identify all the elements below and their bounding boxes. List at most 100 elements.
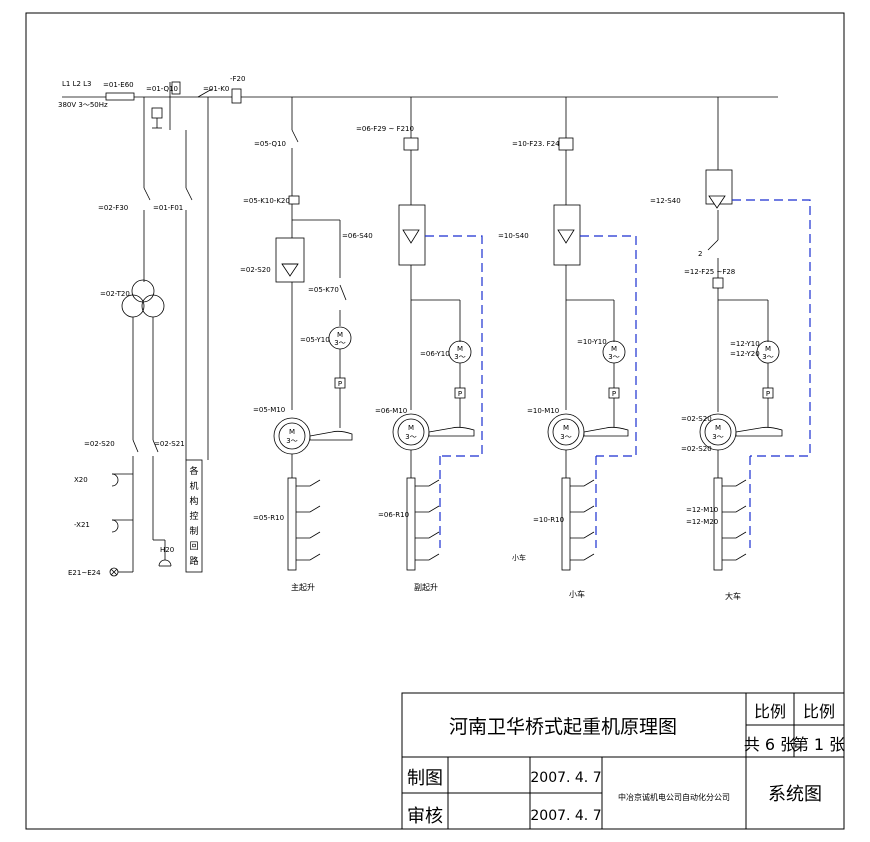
h20-label: H20 [160,546,174,554]
trolley-p: P [612,390,616,398]
main-k70-label: =05-K70 [308,286,339,294]
main-motor-3: 3～ [286,437,297,445]
bridge-brake-m: M [765,345,771,353]
mechanical-links [425,199,811,548]
bridge-motor-3: 3～ [712,433,723,441]
reviewed-date: 2007. 4. 7 [530,808,601,824]
phases-label: L1 L2 L3 [62,80,92,88]
sheet-number: 第 1 张 [793,735,845,754]
reviewed-by-label: 审核 [407,806,443,827]
x21-label: -X21 [74,521,90,529]
aux-motor-m: M [408,424,414,432]
trolley-r10-label: =10-R10 [533,516,564,524]
bridge-resistor [713,477,723,571]
title-block [401,692,845,830]
bridge-p: P [766,390,770,398]
s21-label: =02-S21 [154,440,185,448]
bridge-f25-label: =12-F25 ~F28 [684,268,735,276]
t20-transformer-coil-3 [131,279,155,303]
x20-socket [111,473,119,487]
main-brake-3: 3～ [334,339,345,347]
svg-text:各: 各 [189,465,198,477]
trolley-f23-label: =10-F23. F24 [512,140,560,148]
k0-contact [197,88,213,98]
trolley-motor-m: M [563,424,569,432]
main-m10-label: =05-M10 [253,406,285,414]
bridge-two-label: 2 [698,250,702,258]
sheet-border [25,12,845,830]
aux-motor-3: 3～ [405,433,416,441]
control-box [185,459,203,573]
e21-label: E21~E24 [68,569,101,577]
trolley-brake-m: M [611,345,617,353]
bridge-s20b-label: =02-S20 [681,445,712,453]
trolley-note: 小车 [512,553,526,562]
main-p: P [338,380,342,388]
main-s20-label: =02-S20 [240,266,271,274]
main-hoist-caption: 主起升 [291,582,315,592]
t20-transformer-coil-2 [141,294,165,318]
main-hoist-brake [309,430,353,441]
bridge-m20-label: =12-M20 [686,518,718,526]
trolley-motor-3: 3～ [560,433,571,441]
svg-text:路: 路 [189,555,198,567]
bridge-y10-label: =12-Y10 [730,340,760,348]
aux-brake-m: M [457,345,463,353]
bridge-caption: 大车 [725,591,741,601]
drawing-title: 河南卫华桥式起重机原理图 [449,716,677,738]
bridge-motor-m: M [715,424,721,432]
svg-text:制: 制 [189,525,198,537]
f01-label: =01-F01 [153,204,183,212]
trolley-resistor [561,477,571,571]
company-name: 中冶京诚机电公司自动化分公司 [618,792,730,802]
main-hoist-resistor [287,477,297,571]
e60-fuse [105,92,135,101]
aux-hoist-caption: 副起升 [414,583,438,592]
x21-socket [111,519,119,533]
bridge-m10-label: =12-M10 [686,506,718,514]
aux-hoist-resistor [406,477,416,571]
resistor-taps [296,479,747,561]
svg-text:控: 控 [189,510,198,522]
main-brake-m: M [337,331,343,339]
x20-label: X20 [74,476,88,484]
main-k10-label: =05-K10-K20 [243,197,290,205]
main-q10-label: =05-Q10 [254,140,286,148]
scale-label-1: 比例 [754,702,786,721]
svg-text:回: 回 [189,541,198,552]
aux-brake-3: 3～ [454,353,465,361]
drawn-date: 2007. 4. 7 [530,770,601,786]
svg-text:机: 机 [189,480,198,492]
scale-label-2: 比例 [803,702,835,721]
bridge-brake-3: 3～ [762,353,773,361]
aux-y10-label: =06-Y10 [420,350,450,358]
bridge-s40-label: =12-S40 [650,197,681,205]
k0-label: =01-K0 [203,85,229,93]
f20-fuse [231,88,242,104]
sheet-total: 共 6 张 [744,735,796,754]
main-y10-label: =05-Y10 [300,336,330,344]
aux-s40-label: =06-S40 [342,232,373,240]
trolley-brake-3: 3～ [608,353,619,361]
f30-label: =02-F30 [98,204,128,212]
q10-label: =01-Q10 [146,85,178,93]
bridge-y20-label: =12-Y20 [730,350,760,358]
q10-breaker [171,81,181,95]
trolley-caption: 小车 [569,589,585,599]
aux-f29-label: =06-F29 ~ F210 [356,125,414,133]
s20-label: =02-S20 [84,440,115,448]
h20-horn [158,559,172,567]
t20-transformer-coil-1 [121,294,145,318]
control-box-text: 各 机 构 控 制 回 路 [189,465,198,567]
supply-label: 380V 3～50Hz [58,101,108,109]
t20-label: =02-T20 [100,290,130,298]
aux-r10-label: =06-R10 [378,511,409,519]
svg-text:构: 构 [189,495,198,507]
f20-label: -F20 [230,75,245,83]
bridge-s20a-label: =02-S20 [681,415,712,423]
aux-p: P [458,390,462,398]
main-motor-m: M [289,428,295,436]
e21-lamp [109,567,119,577]
e60-label: =01-E60 [103,81,134,89]
